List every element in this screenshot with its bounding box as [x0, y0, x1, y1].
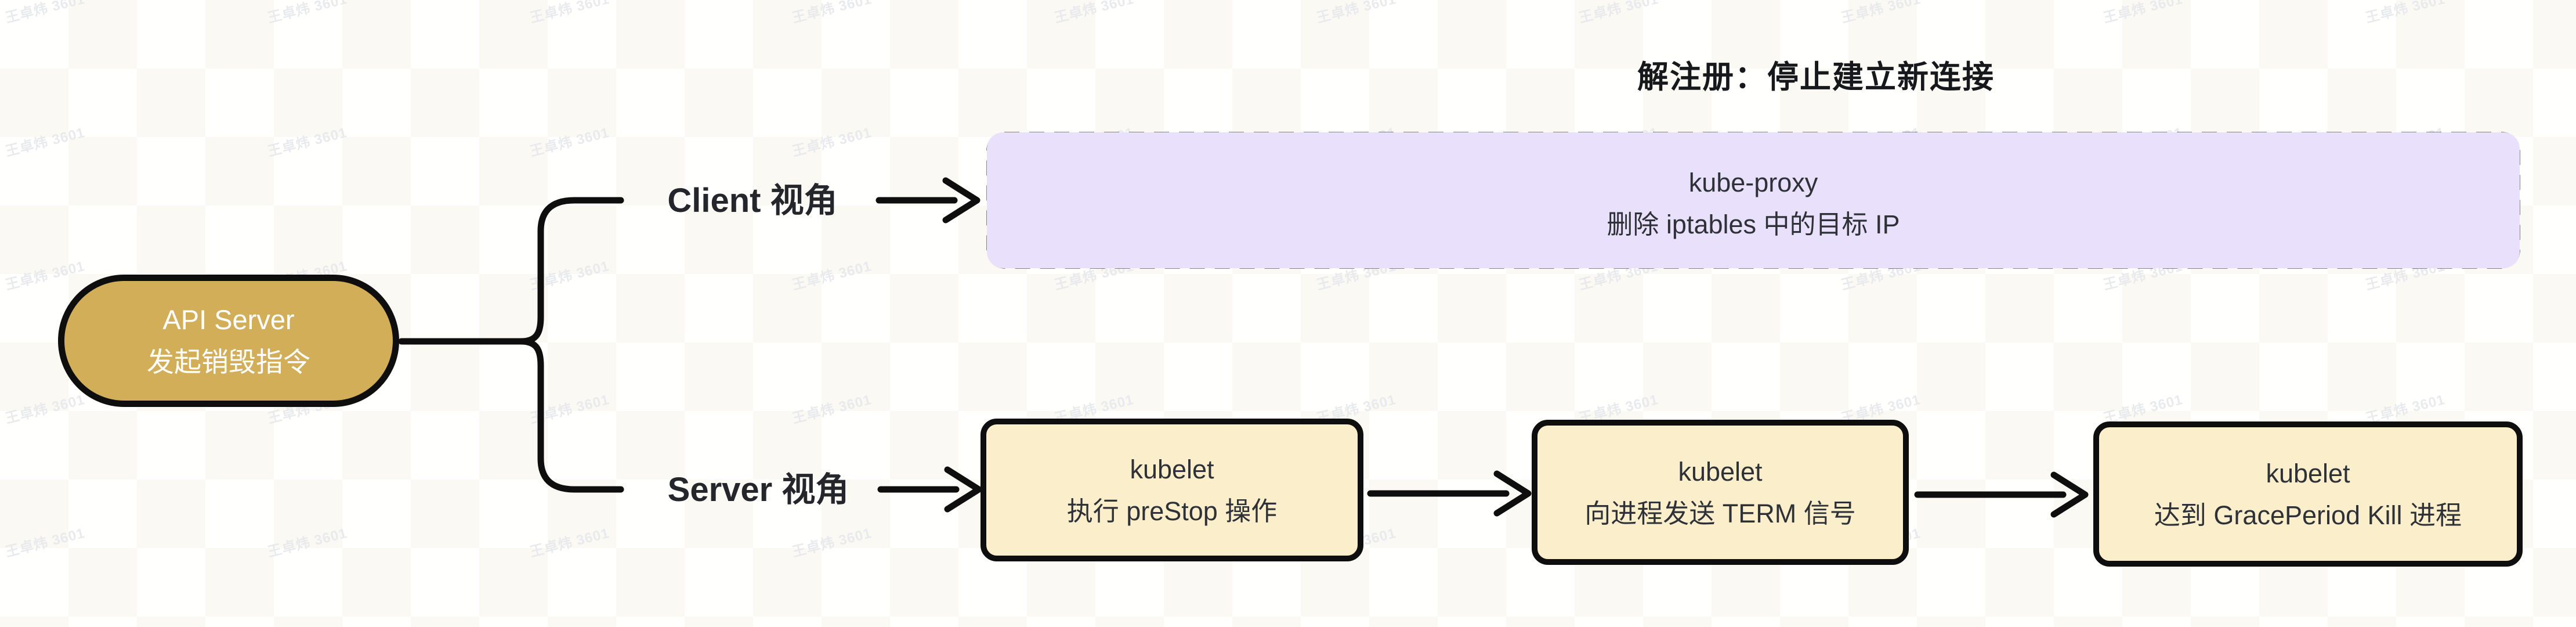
watermark-text: 王卓炜 3601 — [528, 0, 612, 26]
kubelet-prestop-box: kubelet 执行 preStop 操作 — [981, 419, 1363, 561]
api-server-node: API Server 发起销毁指令 — [58, 275, 399, 407]
watermark-text: 王卓炜 3601 — [3, 0, 87, 26]
kubelet-term-signal-line2: 向进程发送 TERM 信号 — [1584, 498, 1856, 528]
watermark-text: 王卓炜 3601 — [528, 124, 612, 160]
server-branch-label: Server 视角 — [667, 471, 849, 509]
api-server-node-line1: API Server — [162, 304, 295, 335]
watermark-text: 王卓炜 3601 — [1839, 0, 1923, 26]
kube-proxy-box-line1: kube-proxy — [1688, 167, 1818, 197]
kubelet-graceperiod-kill-line2: 达到 GracePeriod Kill 进程 — [2154, 500, 2462, 530]
watermark-text: 王卓炜 3601 — [3, 258, 87, 293]
watermark-text: 王卓炜 3601 — [790, 525, 874, 560]
watermark-text: 王卓炜 3601 — [3, 124, 87, 160]
kubelet-graceperiod-kill-box: kubelet 达到 GracePeriod Kill 进程 — [2093, 421, 2523, 567]
watermark-text: 王卓炜 3601 — [528, 391, 612, 427]
api-server-node-line2: 发起销毁指令 — [147, 347, 310, 377]
watermark-text: 王卓炜 3601 — [3, 391, 87, 427]
watermark-text: 王卓炜 3601 — [790, 124, 874, 160]
arrow-server-to-step1 — [877, 466, 982, 513]
branch-curve-client — [518, 197, 624, 345]
kubelet-term-signal-line1: kubelet — [1678, 456, 1763, 487]
watermark-text: 王卓炜 3601 — [2101, 0, 2185, 26]
kubelet-prestop-line1: kubelet — [1130, 454, 1214, 484]
kube-proxy-box: kube-proxy 删除 iptables 中的目标 IP — [987, 132, 2520, 268]
arrow-step2-to-step3 — [1914, 471, 2089, 518]
kubelet-term-signal-box: kubelet 向进程发送 TERM 信号 — [1532, 420, 1909, 565]
arrow-client-to-kubeproxy — [875, 177, 981, 224]
arrow-step1-to-step2 — [1367, 470, 1532, 517]
kubelet-prestop-line2: 执行 preStop 操作 — [1066, 496, 1278, 526]
watermark-text: 王卓炜 3601 — [1052, 0, 1136, 26]
watermark-text: 王卓炜 3601 — [1315, 0, 1398, 26]
watermark-text: 王卓炜 3601 — [528, 258, 612, 293]
watermark-text: 王卓炜 3601 — [2364, 0, 2447, 26]
watermark-text: 王卓炜 3601 — [266, 124, 349, 160]
kubelet-graceperiod-kill-line1: kubelet — [2266, 458, 2350, 488]
deregister-annotation: 解注册：停止建立新连接 — [1637, 60, 1995, 95]
watermark-text: 王卓炜 3601 — [3, 525, 87, 560]
watermark-text: 王卓炜 3601 — [528, 525, 612, 560]
client-branch-label: Client 视角 — [667, 182, 838, 219]
watermark-text: 王卓炜 3601 — [266, 525, 349, 560]
watermark-text: 王卓炜 3601 — [790, 258, 874, 293]
branch-curve-server — [518, 338, 624, 493]
kube-proxy-box-line2: 删除 iptables 中的目标 IP — [1607, 209, 1900, 239]
watermark-text: 王卓炜 3601 — [790, 391, 874, 427]
watermark-text: 王卓炜 3601 — [1577, 0, 1660, 26]
watermark-text: 王卓炜 3601 — [266, 0, 349, 26]
watermark-text: 王卓炜 3601 — [790, 0, 874, 26]
